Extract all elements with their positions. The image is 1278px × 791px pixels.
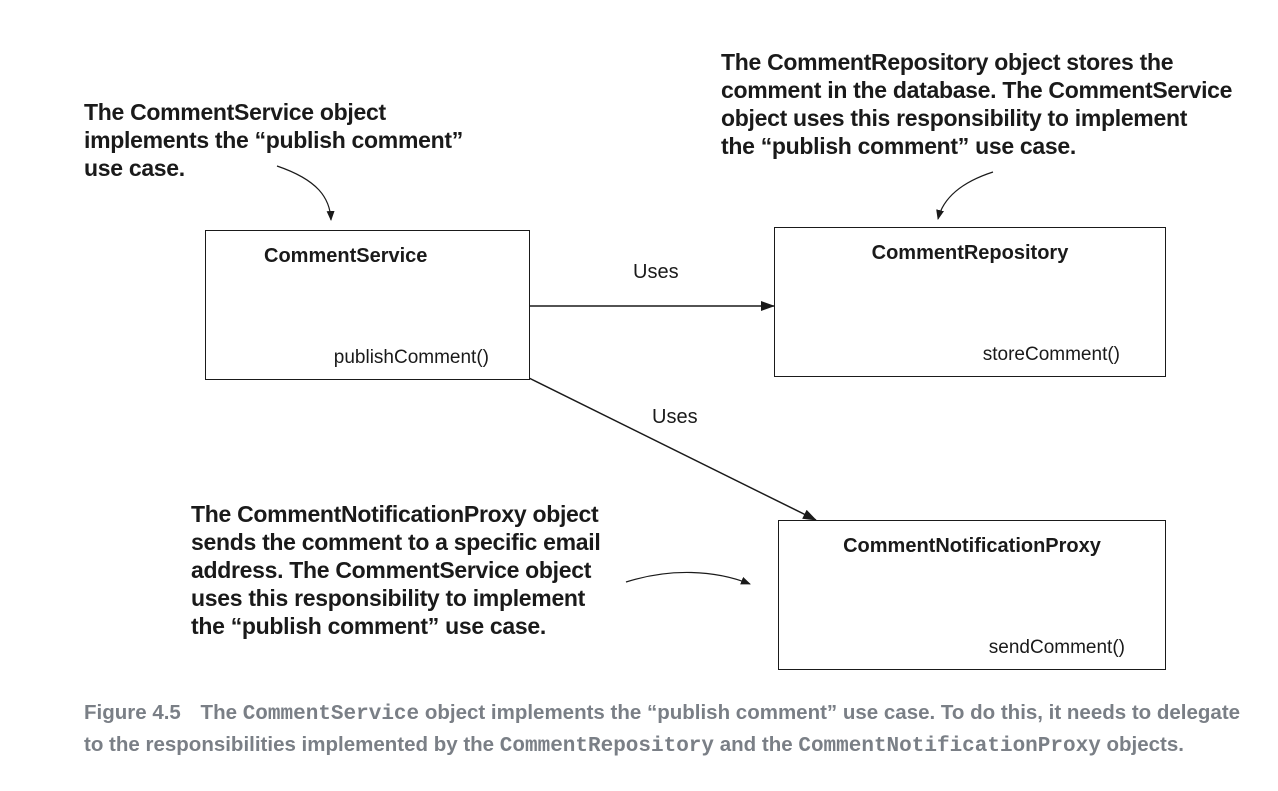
caption-text: object implements the “publish comment” … bbox=[84, 701, 1241, 756]
box-title: CommentNotificationProxy bbox=[843, 535, 1101, 557]
caption-code: CommentNotificationProxy bbox=[798, 735, 1101, 758]
annotation-line: The CommentRepository object stores the bbox=[721, 49, 1174, 75]
service-annotation: The CommentService object implements the… bbox=[84, 98, 463, 182]
comment-service-box: CommentService publishComment() bbox=[205, 230, 530, 380]
caption-text: objects. bbox=[1106, 733, 1184, 756]
annotation-line: uses this responsibility to implement bbox=[191, 585, 586, 611]
annotation-line: sends the comment to a specific email bbox=[191, 529, 601, 555]
repository-callout-arrow bbox=[936, 171, 994, 220]
caption-code: CommentRepository bbox=[499, 735, 715, 758]
uses-label-proxy: Uses bbox=[652, 406, 698, 428]
annotation-line: use case. bbox=[84, 155, 185, 181]
annotation-line: the “publish comment” use case. bbox=[721, 133, 1076, 159]
figure-number: Figure 4.5 bbox=[84, 701, 181, 724]
box-title: CommentService bbox=[264, 245, 428, 267]
box-method: storeComment() bbox=[982, 344, 1120, 365]
annotation-line: The CommentNotificationProxy object bbox=[191, 501, 599, 527]
box-method: publishComment() bbox=[333, 347, 489, 368]
caption-text: The bbox=[200, 701, 237, 724]
figure-caption: Figure 4.5 The CommentService object imp… bbox=[84, 698, 1264, 762]
box-title: CommentRepository bbox=[871, 242, 1069, 264]
annotation-line: The CommentService object bbox=[84, 99, 386, 125]
annotation-line: object uses this responsibility to imple… bbox=[721, 105, 1188, 131]
uses-label-repository: Uses bbox=[633, 261, 679, 283]
comment-repository-box: CommentRepository storeComment() bbox=[774, 227, 1166, 377]
proxy-annotation: The CommentNotificationProxy object send… bbox=[191, 500, 601, 640]
caption-code: CommentService bbox=[242, 703, 420, 726]
annotation-line: the “publish comment” use case. bbox=[191, 613, 546, 639]
comment-notification-proxy-box: CommentNotificationProxy sendComment() bbox=[778, 520, 1166, 670]
box-method: sendComment() bbox=[988, 637, 1125, 658]
annotation-line: comment in the database. The CommentServ… bbox=[721, 77, 1233, 103]
caption-text: and the bbox=[719, 733, 793, 756]
annotation-line: implements the “publish comment” bbox=[84, 127, 463, 153]
annotation-line: address. The CommentService object bbox=[191, 557, 592, 583]
service-callout-arrow bbox=[276, 165, 335, 221]
repository-annotation: The CommentRepository object stores the … bbox=[721, 48, 1232, 160]
proxy-callout-arrow bbox=[625, 571, 751, 585]
uses-edge-proxy bbox=[528, 377, 817, 521]
